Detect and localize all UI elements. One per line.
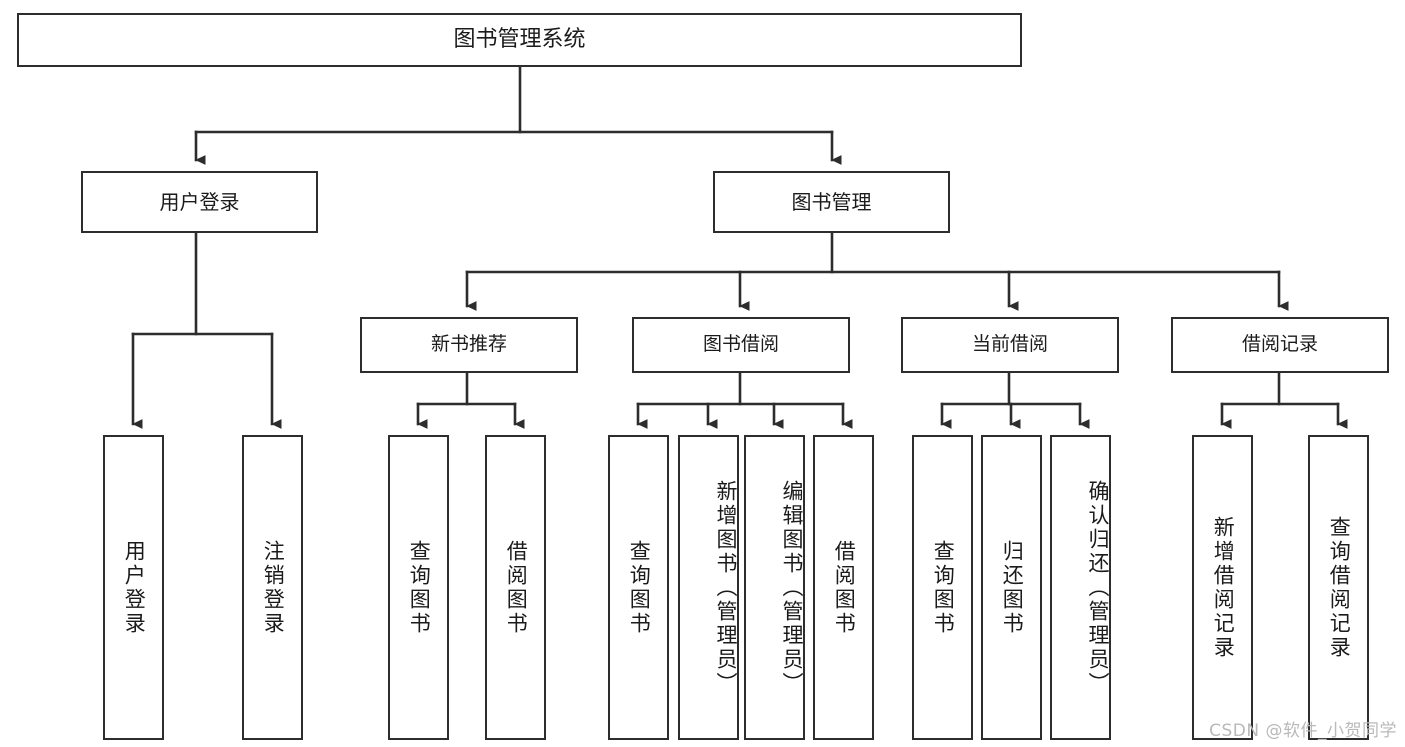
leaf-borrow-lend[interactable]: 借阅图书 xyxy=(813,435,874,740)
leaf-borrow-lend-label: 借阅图书 xyxy=(832,539,857,636)
leaf-cur-query-label: 查询图书 xyxy=(931,539,956,636)
node-user-login[interactable]: 用户登录 xyxy=(81,171,318,233)
leaf-cur-confirm[interactable]: 确认归还（管理员） xyxy=(1050,435,1111,740)
leaf-rec-query-label: 查询图书 xyxy=(407,539,432,636)
node-user-login-label: 用户登录 xyxy=(159,189,240,214)
leaf-user-logout-label: 注销登录 xyxy=(261,539,286,636)
leaf-user-login[interactable]: 用户登录 xyxy=(103,435,164,740)
node-root-label: 图书管理系统 xyxy=(453,26,586,52)
leaf-rec-query-rec-label: 查询借阅记录 xyxy=(1327,515,1352,660)
node-new-book-rec-label: 新书推荐 xyxy=(430,333,507,356)
node-root[interactable]: 图书管理系统 xyxy=(17,13,1022,67)
node-book-manage[interactable]: 图书管理 xyxy=(713,171,950,233)
leaf-borrow-add[interactable]: 新增图书（管理员） xyxy=(678,435,739,740)
leaf-rec-borrow-label: 借阅图书 xyxy=(504,539,529,636)
leaf-borrow-edit[interactable]: 编辑图书（管理员） xyxy=(744,435,805,740)
leaf-borrow-add-label: 新增图书（管理员） xyxy=(714,479,738,696)
node-current-borrow[interactable]: 当前借阅 xyxy=(901,317,1119,373)
leaf-user-login-label: 用户登录 xyxy=(122,539,147,636)
node-book-borrow[interactable]: 图书借阅 xyxy=(632,317,850,373)
leaf-rec-query-rec[interactable]: 查询借阅记录 xyxy=(1308,435,1369,740)
node-borrow-record-label: 借阅记录 xyxy=(1241,333,1318,356)
leaf-cur-query[interactable]: 查询图书 xyxy=(912,435,973,740)
leaf-cur-confirm-label: 确认归还（管理员） xyxy=(1086,479,1110,696)
leaf-cur-return-label: 归还图书 xyxy=(1000,539,1025,636)
leaf-rec-query[interactable]: 查询图书 xyxy=(388,435,449,740)
leaf-borrow-edit-label: 编辑图书（管理员） xyxy=(780,479,804,696)
leaf-cur-return[interactable]: 归还图书 xyxy=(981,435,1042,740)
leaf-borrow-query[interactable]: 查询图书 xyxy=(608,435,669,740)
leaf-user-logout[interactable]: 注销登录 xyxy=(242,435,303,740)
leaf-rec-add-label: 新增借阅记录 xyxy=(1211,515,1236,660)
node-book-borrow-label: 图书借阅 xyxy=(702,333,779,356)
leaf-rec-add[interactable]: 新增借阅记录 xyxy=(1192,435,1253,740)
node-borrow-record[interactable]: 借阅记录 xyxy=(1171,317,1389,373)
leaf-rec-borrow[interactable]: 借阅图书 xyxy=(485,435,546,740)
node-book-manage-label: 图书管理 xyxy=(791,189,872,214)
node-current-borrow-label: 当前借阅 xyxy=(971,333,1048,356)
leaf-borrow-query-label: 查询图书 xyxy=(627,539,652,636)
node-new-book-rec[interactable]: 新书推荐 xyxy=(360,317,578,373)
csdn-watermark: CSDN @软件_小贺同学 xyxy=(1209,721,1397,741)
